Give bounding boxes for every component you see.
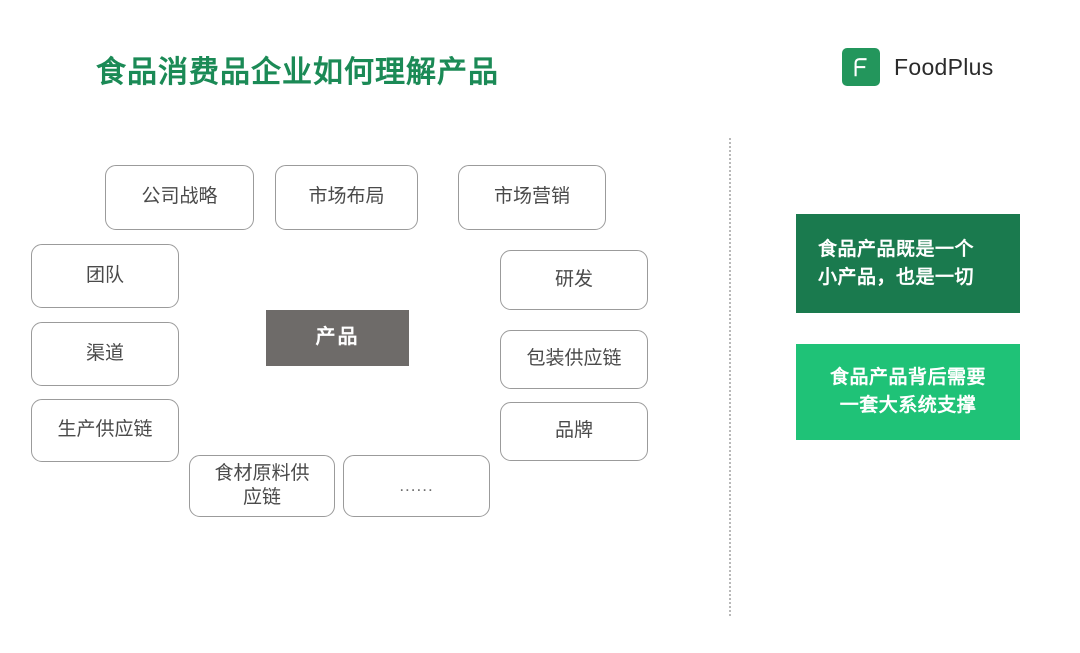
page-title: 食品消费品企业如何理解产品	[96, 56, 499, 89]
diagram-node-more[interactable]: ......	[343, 455, 490, 517]
diagram-node-rnd[interactable]: 研发	[500, 250, 648, 310]
diagram-node-ingredient-supply-chain[interactable]: 食材原料供 应链	[189, 455, 335, 517]
brand-logo: FoodPlus	[842, 48, 994, 86]
diagram-node-company-strategy[interactable]: 公司战略	[105, 165, 254, 230]
callout-product-is-everything: 食品产品既是一个 小产品，也是一切	[796, 214, 1020, 313]
diagram-node-market-layout[interactable]: 市场布局	[275, 165, 418, 230]
diagram-node-channel[interactable]: 渠道	[31, 322, 179, 386]
diagram-node-marketing[interactable]: 市场营销	[458, 165, 606, 230]
diagram-node-packaging-supply-chain[interactable]: 包装供应链	[500, 330, 648, 389]
diagram-node-product-center[interactable]: 产品	[266, 310, 409, 366]
brand-name: FoodPlus	[894, 53, 994, 80]
section-divider	[729, 138, 731, 616]
diagram-node-team[interactable]: 团队	[31, 244, 179, 308]
callout-big-system-support: 食品产品背后需要 一套大系统支撑	[796, 344, 1020, 440]
diagram-node-brand[interactable]: 品牌	[500, 402, 648, 461]
diagram-node-production-supply-chain[interactable]: 生产供应链	[31, 399, 179, 462]
foodplus-f-logo-icon	[842, 48, 880, 86]
